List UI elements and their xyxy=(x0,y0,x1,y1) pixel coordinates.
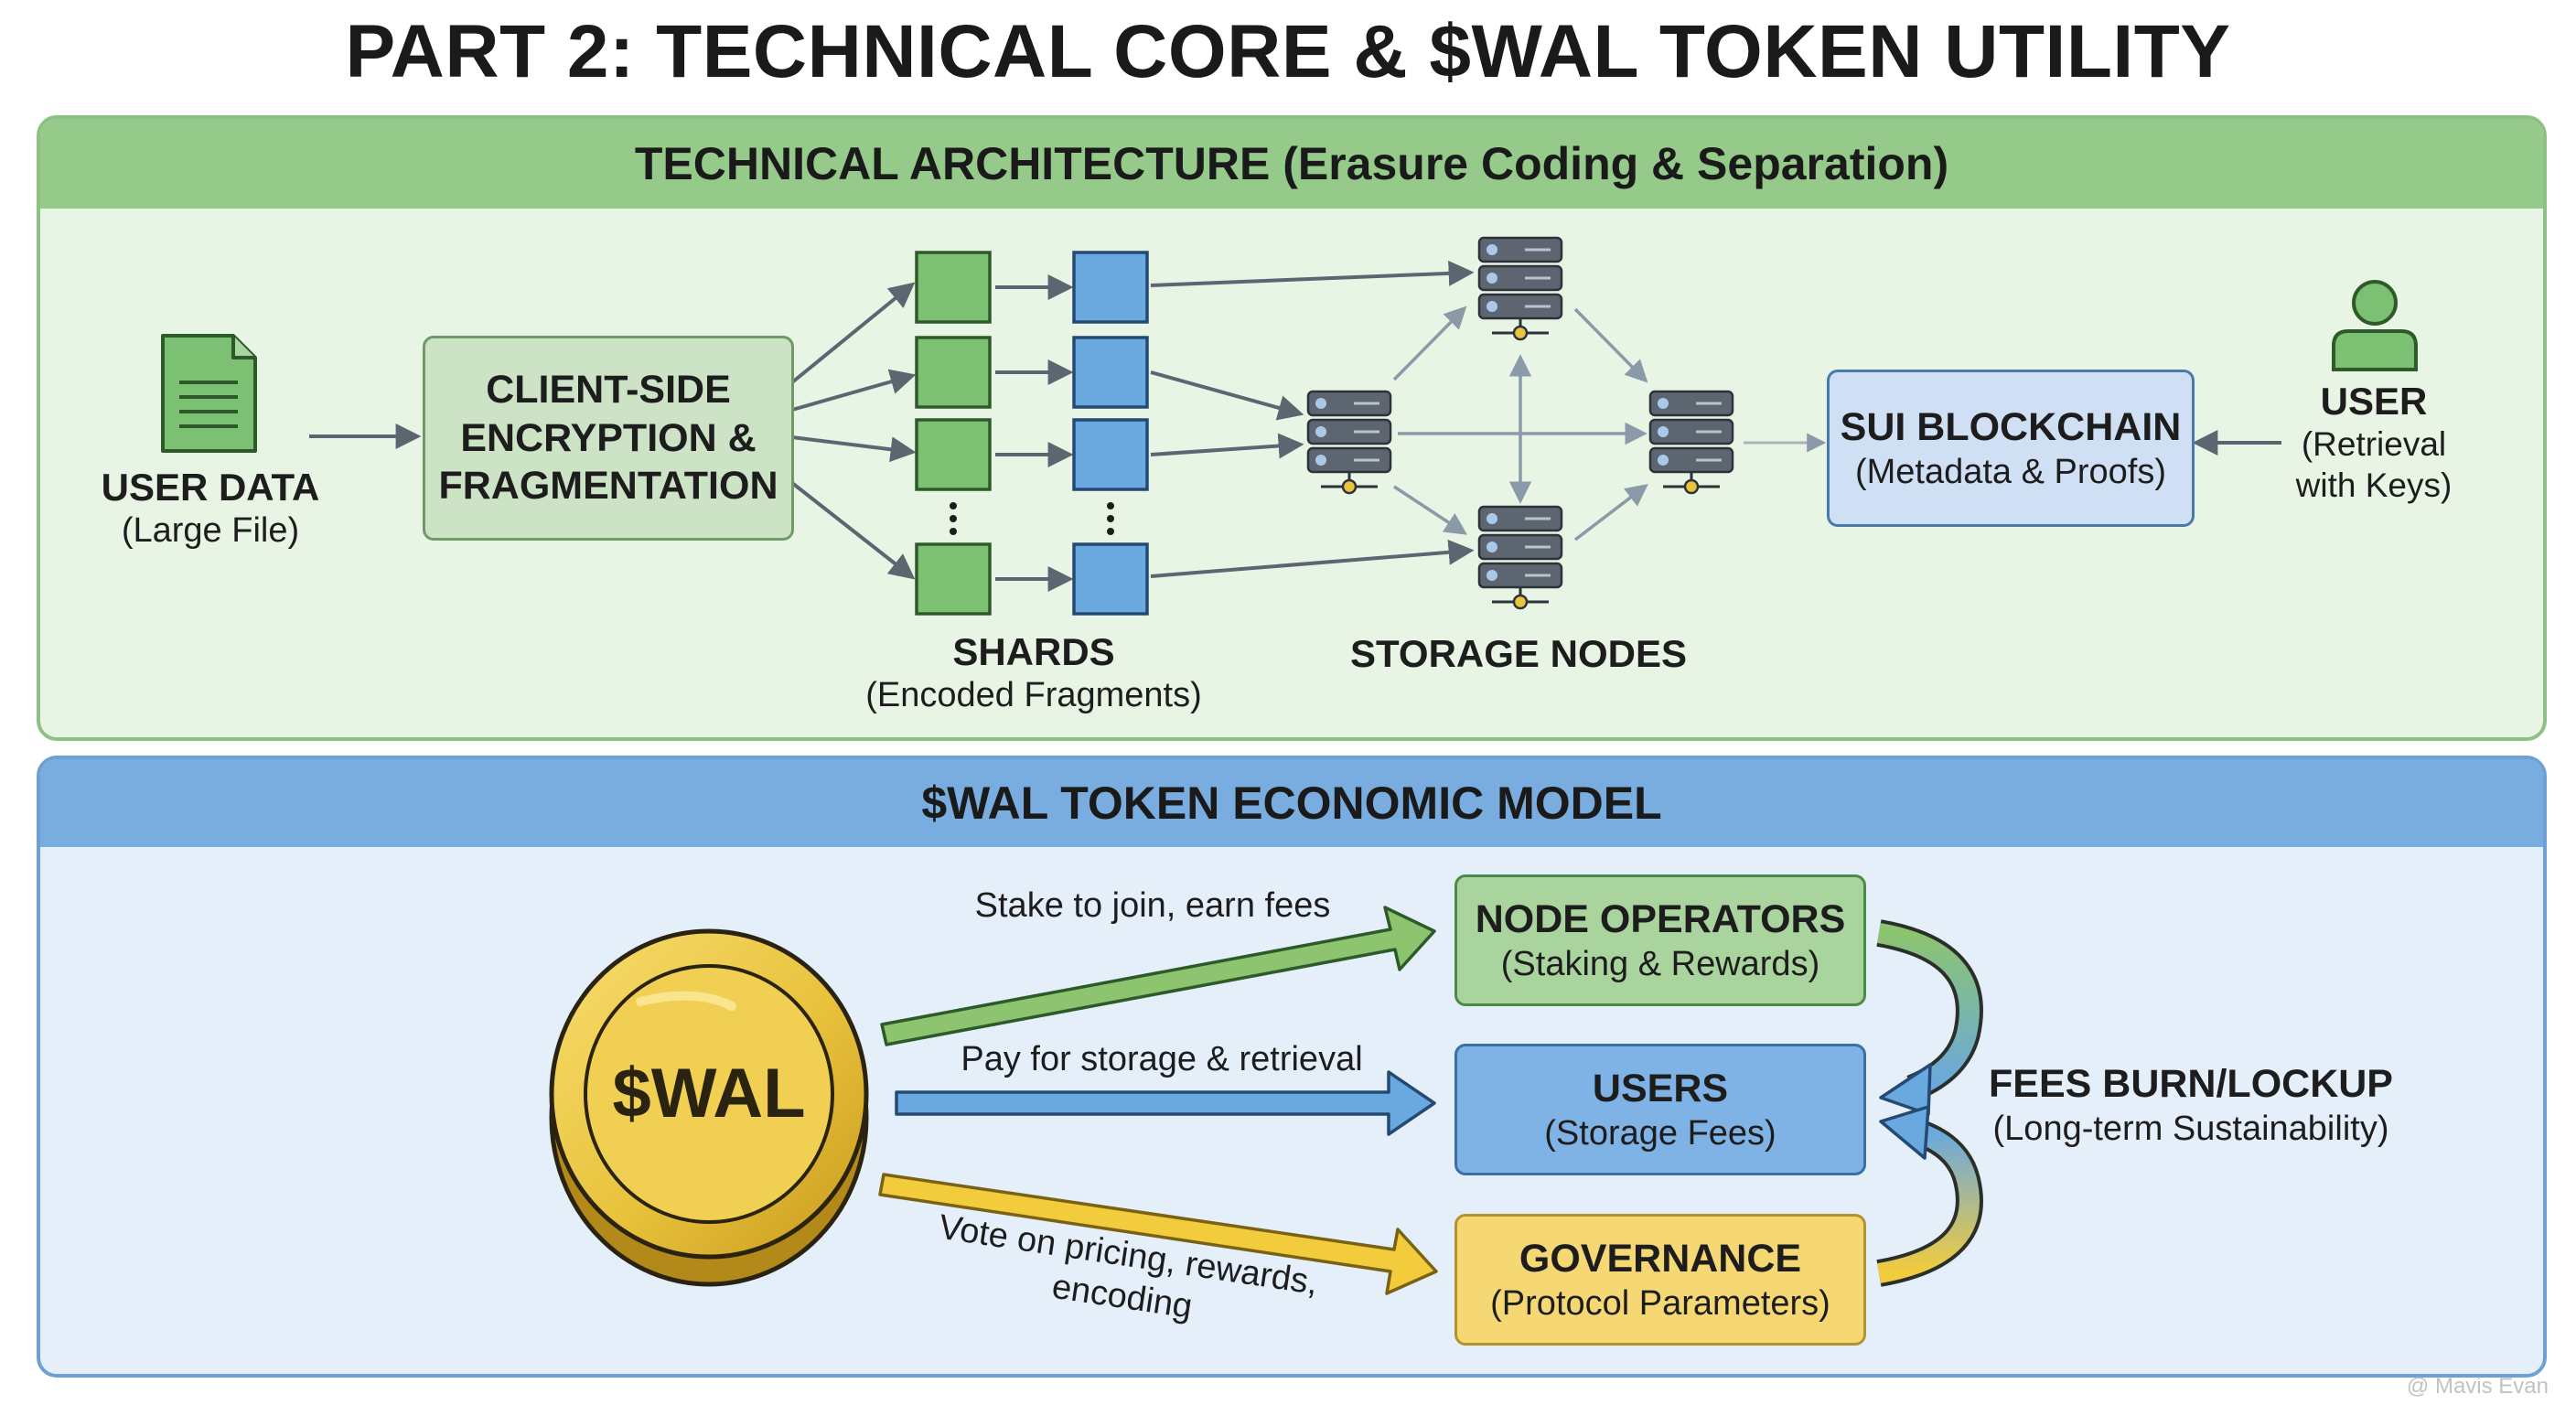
pay-flow-label: Pay for storage & retrieval xyxy=(961,1040,1363,1078)
fees-label-group: FEES BURN/LOCKUP (Long-term Sustainabili… xyxy=(1976,1061,2406,1150)
server-icon xyxy=(1306,390,1392,495)
stake-arrow xyxy=(880,906,1436,1046)
node-mesh-arrows xyxy=(1392,306,1648,542)
user-sub-1: (Retrieval xyxy=(2301,425,2447,464)
pay-arrow xyxy=(895,1070,1436,1136)
fees-sub: (Long-term Sustainability) xyxy=(1992,1109,2389,1148)
governance-box: GOVERNANCE (Protocol Parameters) xyxy=(1454,1214,1866,1346)
blue-shard xyxy=(1072,336,1149,409)
heading-main: TECHNICAL ARCHITECTURE xyxy=(634,138,1271,189)
user-data-label: USER DATA xyxy=(101,466,320,509)
sui-sub: (Metadata & Proofs) xyxy=(1854,453,2167,492)
ellipsis-icon xyxy=(1107,502,1114,535)
token-economic-model-heading: $WAL TOKEN ECONOMIC MODEL xyxy=(40,759,2543,847)
heading-paren: (Erasure Coding & Separation) xyxy=(1283,138,1949,189)
coin-label: $WAL xyxy=(612,1055,806,1132)
arrows-green-to-blue xyxy=(995,274,1074,592)
green-shards xyxy=(915,251,992,616)
arrows-client-to-shards xyxy=(790,282,917,580)
user-retrieval-label-group: USER (Retrieval with Keys) xyxy=(2259,379,2488,506)
fee-curve-arrow-bottom xyxy=(1876,1105,1983,1287)
shards-sub: (Encoded Fragments) xyxy=(865,676,1202,715)
blue-shards xyxy=(1072,251,1149,616)
client-side-encryption-box: CLIENT-SIDE ENCRYPTION & FRAGMENTATION xyxy=(423,336,794,541)
shards-label: SHARDS xyxy=(952,630,1115,673)
fee-curve-arrow-top xyxy=(1876,919,1983,1116)
client-line-1: CLIENT-SIDE xyxy=(486,368,731,413)
user-sub-2: with Keys) xyxy=(2295,466,2453,504)
technical-architecture-heading: TECHNICAL ARCHITECTURE (Erasure Coding &… xyxy=(40,119,2543,209)
users-sub: (Storage Fees) xyxy=(1544,1114,1776,1153)
arrows-shards-to-nodes xyxy=(1150,260,1475,578)
stake-flow-label: Stake to join, earn fees xyxy=(974,886,1331,925)
green-shard xyxy=(915,418,992,491)
node-operators-sub: (Staking & Rewards) xyxy=(1500,945,1820,984)
blue-shard xyxy=(1072,418,1149,491)
user-icon xyxy=(2332,280,2418,371)
node-operators-label: NODE OPERATORS xyxy=(1475,896,1846,941)
shards-label-group: SHARDS (Encoded Fragments) xyxy=(823,629,1244,717)
user-data-label-group: USER DATA (Large File) xyxy=(64,465,357,552)
storage-nodes-label: STORAGE NODES xyxy=(1350,632,1687,675)
server-icon xyxy=(1648,390,1734,495)
green-shard xyxy=(915,542,992,616)
sui-blockchain-box: SUI BLOCKCHAIN (Metadata & Proofs) xyxy=(1827,370,2195,527)
users-box: USERS (Storage Fees) xyxy=(1454,1044,1866,1175)
green-shard xyxy=(915,336,992,409)
user-label: USER xyxy=(2320,380,2428,423)
coin-icon xyxy=(549,928,869,1287)
blue-shard xyxy=(1072,542,1149,616)
sui-label: SUI BLOCKCHAIN xyxy=(1840,404,2182,449)
governance-label: GOVERNANCE xyxy=(1519,1236,1802,1281)
document-icon xyxy=(161,334,257,453)
page-title: PART 2: TECHNICAL CORE & $WAL TOKEN UTIL… xyxy=(345,10,2231,93)
user-data-sub: (Large File) xyxy=(121,511,300,551)
client-line-3: FRAGMENTATION xyxy=(438,464,778,509)
blue-shard xyxy=(1072,251,1149,324)
governance-sub: (Protocol Parameters) xyxy=(1490,1284,1830,1324)
client-line-2: ENCRYPTION & xyxy=(460,415,757,460)
vote-arrow xyxy=(878,1173,1438,1295)
users-label: USERS xyxy=(1592,1066,1729,1110)
token-economic-model-panel: $WAL TOKEN ECONOMIC MODEL xyxy=(37,756,2547,1378)
watermark: @ Mavis Evan xyxy=(2406,1374,2549,1399)
server-icon xyxy=(1477,505,1563,610)
ellipsis-icon xyxy=(950,502,957,535)
node-operators-box: NODE OPERATORS (Staking & Rewards) xyxy=(1454,874,1866,1006)
server-icon xyxy=(1477,236,1563,341)
fees-label: FEES BURN/LOCKUP xyxy=(1989,1062,2393,1106)
green-shard xyxy=(915,251,992,324)
